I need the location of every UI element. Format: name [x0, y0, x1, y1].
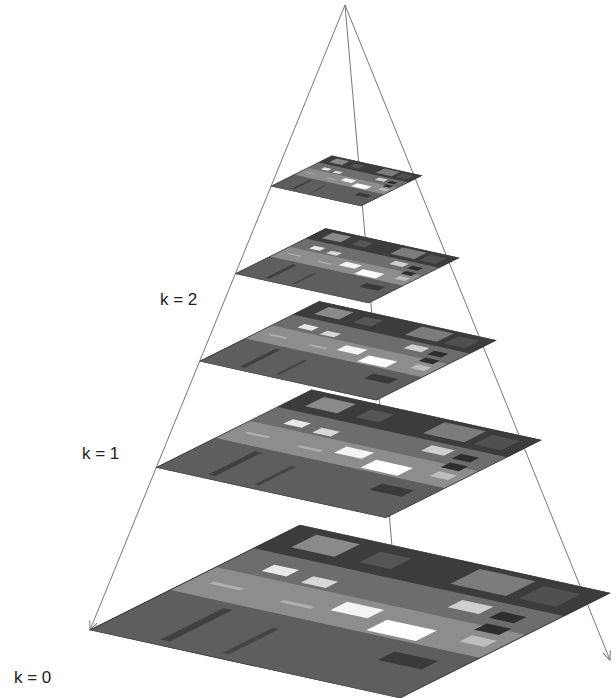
- pyramid-level-3: [235, 229, 459, 303]
- pyramid-level-1: [156, 390, 541, 518]
- pyramid-level-4: [271, 156, 422, 206]
- pyramid-level-2: [200, 301, 496, 400]
- level-label: k = 1: [82, 444, 119, 464]
- level-label: k = 0: [14, 668, 51, 688]
- pyramid-level-0: [90, 525, 610, 698]
- level-label: k = 2: [160, 290, 197, 310]
